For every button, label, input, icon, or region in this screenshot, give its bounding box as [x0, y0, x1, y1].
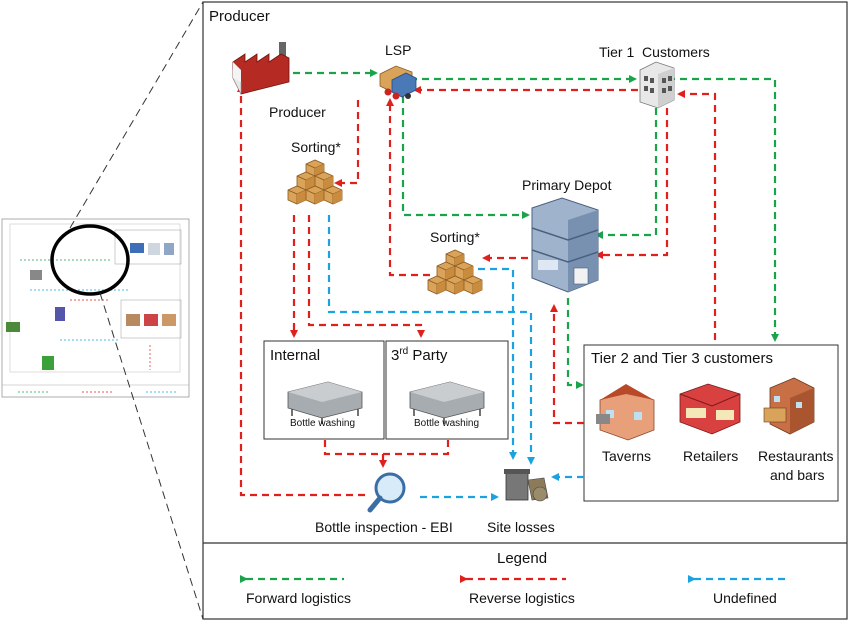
bottle-washing-internal-label: Bottle washing [290, 418, 355, 429]
third-party-base: 3 [391, 347, 399, 364]
third-party-label: 3rd Party [391, 346, 448, 364]
main-frame [202, 1, 848, 620]
legend-undefined-label: Undefined [713, 590, 777, 606]
office-building-icon [639, 61, 675, 109]
undefined-flows [327, 215, 584, 501]
forward-flows [293, 69, 779, 389]
bottle-inspection-label: Bottle inspection - EBI [315, 519, 453, 535]
zoom-circle [50, 224, 130, 296]
sorting-left-label: Sorting* [291, 139, 341, 155]
waste-bin-icon [504, 469, 549, 502]
tavern-icon [596, 384, 655, 441]
tier23-label: Tier 2 and Tier 3 customers [591, 350, 773, 367]
restaurant-icon [763, 377, 815, 435]
taverns-label: Taverns [602, 448, 651, 464]
boxes-stack-icon [427, 249, 483, 295]
legend-reverse-label: Reverse logistics [469, 590, 575, 606]
warehouse-building-icon [531, 197, 599, 293]
delivery-truck-icon [379, 65, 417, 100]
retailers-label: Retailers [683, 448, 738, 464]
overview-thumbnail [1, 218, 190, 398]
washing-machine-icon [287, 381, 363, 424]
shop-icon [679, 383, 741, 435]
bottle-washing-third-label: Bottle washing [414, 418, 479, 429]
factory-icon [232, 42, 290, 95]
tier1-label: Tier 1 Customers [599, 44, 710, 60]
reverse-flows [237, 84, 717, 497]
restaurants-label-line2: and bars [770, 467, 824, 483]
third-party-rest: Party [408, 347, 448, 364]
producer-label: Producer [269, 104, 326, 120]
primary-depot-label: Primary Depot [522, 177, 612, 193]
sorting-center-label: Sorting* [430, 229, 480, 245]
zoom-guide-bottom [99, 292, 204, 620]
third-party-sup: rd [399, 346, 408, 357]
site-losses-label: Site losses [487, 519, 555, 535]
legend-title: Legend [497, 550, 547, 567]
magnifier-icon [367, 472, 406, 513]
frame-title: Producer [209, 8, 270, 25]
boxes-stack-icon [287, 159, 343, 205]
zoom-guide-top [69, 1, 204, 229]
restaurants-label-line1: Restaurants [758, 448, 833, 464]
washing-machine-icon [409, 381, 485, 424]
legend-forward-label: Forward logistics [246, 590, 351, 606]
lsp-label: LSP [385, 42, 411, 58]
internal-label: Internal [270, 347, 320, 364]
